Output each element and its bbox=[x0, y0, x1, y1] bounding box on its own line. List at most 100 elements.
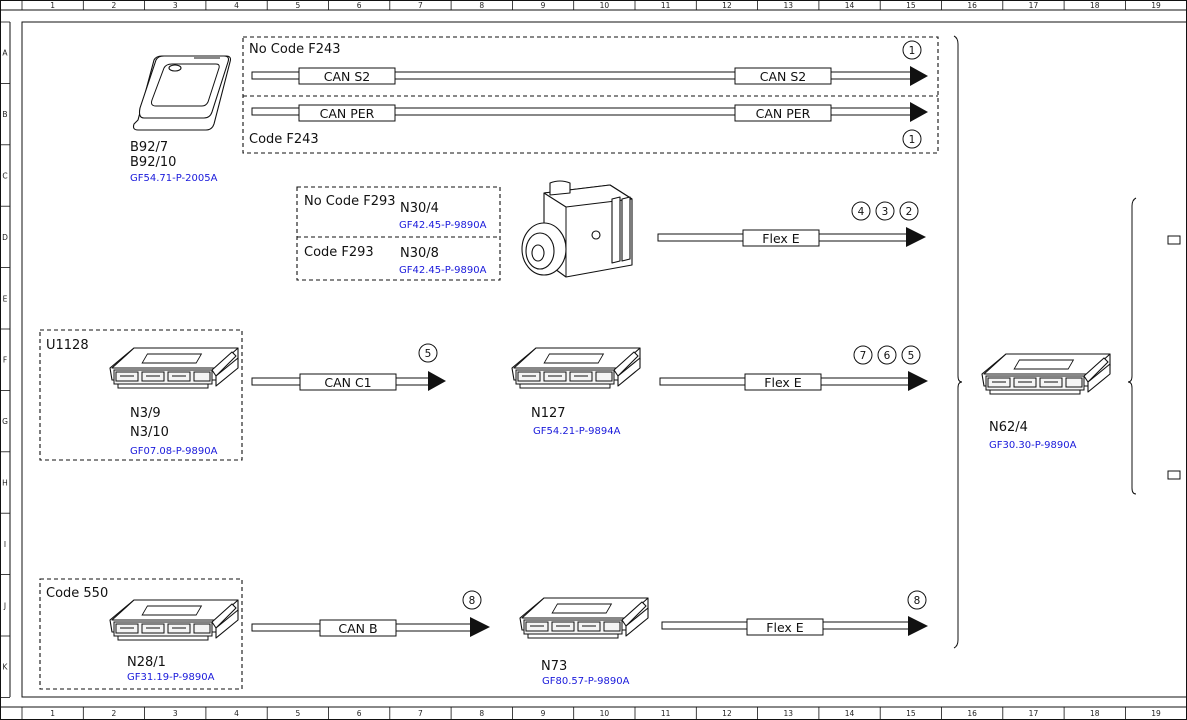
n127-label: N127 bbox=[531, 406, 566, 421]
bus-label-flex-e-2: Flex E bbox=[764, 375, 802, 390]
grid-column-label: 2 bbox=[112, 1, 117, 10]
n30-4-ref-link[interactable]: GF42.45-P-9890A bbox=[399, 220, 487, 231]
n3-label-1: N3/9 bbox=[130, 406, 161, 421]
n3-control-unit-icon bbox=[109, 347, 239, 389]
bus-label-flex-e-3: Flex E bbox=[766, 620, 804, 635]
grid-row-label: K bbox=[3, 663, 9, 672]
grid-column-label: 11 bbox=[661, 1, 671, 10]
bus-label-flex-e-1: Flex E bbox=[762, 231, 800, 246]
can-b-bus: CAN B bbox=[251, 617, 490, 637]
u1128-group: U1128 bbox=[39, 329, 243, 461]
grid-column-label: 4 bbox=[234, 1, 239, 10]
svg-text:1: 1 bbox=[909, 134, 916, 146]
n30-8-ref-link[interactable]: GF42.45-P-9890A bbox=[399, 265, 487, 276]
n30-4-label: N30/4 bbox=[400, 201, 439, 216]
group-label-code-f243: Code F243 bbox=[249, 132, 319, 147]
n28-ref-link[interactable]: GF31.19-P-9890A bbox=[127, 672, 215, 683]
can-c1-bus: CAN C1 bbox=[251, 371, 446, 391]
marker-flex2-c[interactable]: 5 bbox=[901, 345, 921, 365]
grid-column-label: 7 bbox=[418, 709, 423, 718]
f243-group: No Code F243 Code F243 bbox=[242, 36, 939, 154]
b92-label-1: B92/7 bbox=[130, 140, 168, 155]
marker-flex1-c[interactable]: 2 bbox=[899, 201, 919, 221]
grid-row-label: G bbox=[2, 417, 8, 426]
grid-column-label: 16 bbox=[967, 1, 977, 10]
n3-ref-link[interactable]: GF07.08-P-9890A bbox=[130, 446, 218, 457]
grid-column-label: 13 bbox=[783, 709, 793, 718]
group-label-u1128: U1128 bbox=[46, 338, 89, 353]
n62-label: N62/4 bbox=[989, 420, 1028, 435]
grid-column-label: 3 bbox=[173, 709, 178, 718]
grid-column-label: 17 bbox=[1029, 1, 1039, 10]
marker-flex1-a[interactable]: 4 bbox=[851, 201, 871, 221]
connector-stub-top bbox=[1167, 235, 1181, 245]
grid-column-label: 10 bbox=[600, 709, 610, 718]
svg-text:5: 5 bbox=[425, 348, 432, 360]
bus-label-can-per-left: CAN PER bbox=[320, 106, 375, 121]
bus-label-can-c1: CAN C1 bbox=[324, 375, 371, 390]
grid-column-label: 1 bbox=[50, 709, 55, 718]
flex-e-bus-n73: Flex E bbox=[661, 616, 928, 636]
connector-stub-bottom bbox=[1167, 470, 1181, 480]
grid-column-label: 14 bbox=[845, 709, 855, 718]
marker-can-s2[interactable]: 1 bbox=[902, 40, 922, 60]
bus-label-can-s2-right: CAN S2 bbox=[760, 69, 807, 84]
group-label-no-code-f243: No Code F243 bbox=[249, 42, 341, 57]
grid-row-label: H bbox=[2, 479, 8, 488]
svg-text:4: 4 bbox=[858, 206, 865, 218]
grid-column-label: 15 bbox=[906, 1, 916, 10]
group-label-code-550: Code 550 bbox=[46, 586, 108, 601]
grid-column-label: 18 bbox=[1090, 709, 1100, 718]
n127-ref-link[interactable]: GF54.21-P-9894A bbox=[533, 426, 621, 437]
hydraulic-unit-icon bbox=[521, 180, 633, 278]
grid-column-label: 5 bbox=[295, 709, 300, 718]
n127-control-unit-icon bbox=[511, 347, 641, 389]
grid-column-label: 9 bbox=[541, 1, 546, 10]
marker-flex2-a[interactable]: 7 bbox=[853, 345, 873, 365]
marker-can-b[interactable]: 8 bbox=[462, 590, 482, 610]
grid-row-label: D bbox=[2, 233, 8, 242]
right-bracket bbox=[953, 35, 963, 649]
marker-flex3[interactable]: 8 bbox=[907, 590, 927, 610]
grid-column-label: 8 bbox=[479, 709, 484, 718]
grid-row-label: E bbox=[3, 294, 8, 303]
marker-can-per[interactable]: 1 bbox=[902, 129, 922, 149]
marker-flex1-b[interactable]: 3 bbox=[875, 201, 895, 221]
grid-column-label: 10 bbox=[600, 1, 610, 10]
n62-ref-link[interactable]: GF30.30-P-9890A bbox=[989, 440, 1077, 451]
svg-text:5: 5 bbox=[908, 350, 915, 362]
n73-ref-link[interactable]: GF80.57-P-9890A bbox=[542, 676, 630, 687]
svg-text:8: 8 bbox=[469, 595, 476, 607]
n30-8-label: N30/8 bbox=[400, 246, 439, 261]
flex-e-bus-n30: Flex E bbox=[657, 227, 926, 247]
n28-control-unit-icon bbox=[109, 599, 239, 641]
grid-column-label: 15 bbox=[906, 709, 916, 718]
f293-group: No Code F293 Code F293 bbox=[296, 186, 501, 281]
marker-flex2-b[interactable]: 6 bbox=[877, 345, 897, 365]
svg-text:7: 7 bbox=[860, 350, 867, 362]
grid-column-label: 12 bbox=[722, 1, 732, 10]
grid-row-label: B bbox=[2, 110, 7, 119]
grid-column-label: 14 bbox=[845, 1, 855, 10]
grid-row-label: J bbox=[3, 601, 6, 610]
group-label-code-f293: Code F293 bbox=[304, 245, 374, 260]
grid-column-label: 8 bbox=[479, 1, 484, 10]
code550-group: Code 550 bbox=[39, 578, 243, 690]
grid-column-label: 12 bbox=[722, 709, 732, 718]
grid-row-label: I bbox=[4, 540, 6, 549]
bus-label-can-b: CAN B bbox=[338, 621, 377, 636]
marker-can-c1[interactable]: 5 bbox=[418, 343, 438, 363]
svg-text:2: 2 bbox=[906, 206, 913, 218]
grid-column-label: 9 bbox=[541, 709, 546, 718]
grid-column-label: 1 bbox=[50, 1, 55, 10]
grid-column-label: 4 bbox=[234, 709, 239, 718]
svg-text:8: 8 bbox=[914, 595, 921, 607]
grid-column-label: 18 bbox=[1090, 1, 1100, 10]
key-fob-icon bbox=[132, 55, 232, 131]
n62-control-unit-icon bbox=[981, 353, 1111, 395]
n28-label: N28/1 bbox=[127, 655, 166, 670]
grid-column-label: 5 bbox=[295, 1, 300, 10]
can-per-bus: CAN PER CAN PER bbox=[251, 102, 928, 122]
b92-ref-link[interactable]: GF54.71-P-2005A bbox=[130, 173, 218, 184]
